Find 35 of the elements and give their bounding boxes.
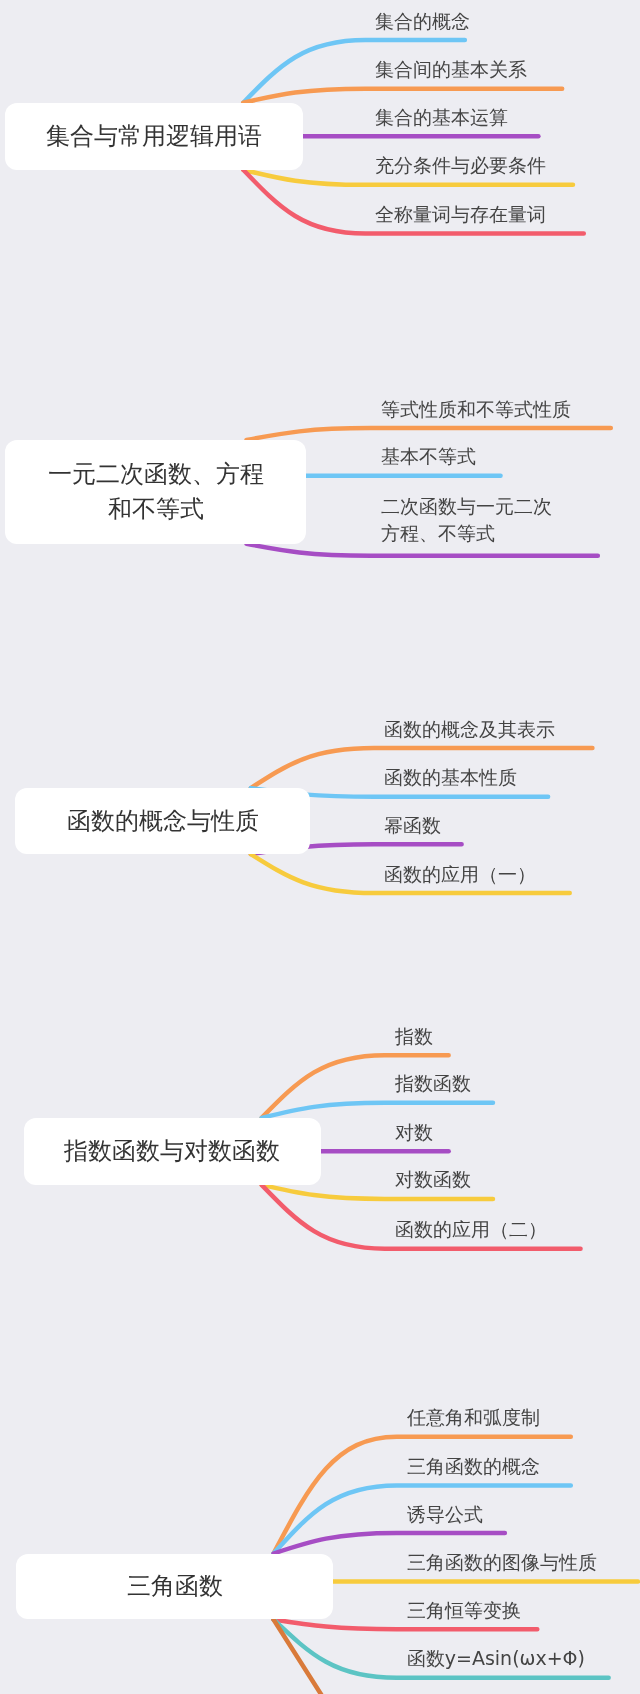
subtopic-text: 幂函数 [374, 811, 462, 839]
topic-box: 指数函数与对数函数 [23, 1117, 322, 1185]
branch-line [259, 1182, 583, 1251]
subtopic-text: 指数 [384, 1022, 449, 1050]
subtopic-text: 对数函数 [384, 1166, 493, 1194]
subtopic-text: 二次函数与一元二次方程、不等式 [370, 492, 598, 547]
subtopic-text: 指数函数 [384, 1070, 493, 1097]
subtopic-text: 三角函数的图像与性质 [396, 1549, 638, 1576]
subtopic-text: 任意角和弧度制 [396, 1404, 571, 1431]
branch-line [244, 425, 614, 443]
topic-box: 三角函数 [16, 1553, 333, 1620]
subtopic-text: 函数的应用（二） [384, 1216, 581, 1243]
subtopic-text: 三角函数的概念 [396, 1452, 571, 1480]
subtopic-text: 三角恒等变换 [396, 1596, 538, 1624]
subtopic-text: 全称量词与存在量词 [365, 201, 584, 228]
topic-box: 集合与常用逻辑用语 [5, 102, 303, 170]
subtopic-text: 等式性质和不等式性质 [370, 395, 611, 423]
subtopic-text: 函数的应用（一） [374, 860, 570, 888]
branch-line [241, 167, 587, 236]
subtopic-text: 基本不等式 [370, 443, 501, 470]
subtopic-text: 集合间的基本关系 [365, 56, 563, 83]
subtopic-text: 函数y=Asin(ωx+Φ) [396, 1645, 609, 1672]
subtopic-text: 诱导公式 [396, 1500, 505, 1528]
subtopic-text: 充分条件与必要条件 [365, 152, 573, 179]
subtopic-text: 集合的概念 [365, 7, 471, 35]
branch-line [244, 541, 601, 558]
topic-box: 函数的概念与性质 [15, 788, 311, 855]
branch-line [271, 1617, 611, 1681]
subtopic-text: 对数 [384, 1118, 449, 1146]
branch-line [271, 1530, 508, 1556]
subtopic-text: 函数的基本性质 [374, 764, 549, 791]
subtopic-text: 函数的概念及其表示 [374, 715, 593, 743]
topic-box: 一元二次函数、方程和不等式 [5, 440, 306, 544]
subtopic-text: 集合的基本运算 [365, 103, 539, 131]
branch-line [241, 86, 565, 105]
